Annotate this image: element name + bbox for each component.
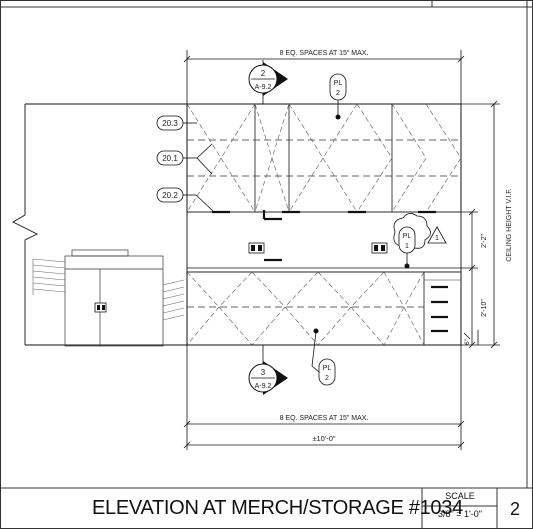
svg-text:2'-10": 2'-10" [481, 299, 488, 317]
bottom-spacing-label: 8 EQ. SPACES AT 15" MAX. [280, 415, 369, 422]
svg-text:20.2: 20.2 [162, 191, 178, 200]
svg-text:20.3: 20.3 [162, 119, 178, 128]
svg-text:1: 1 [405, 243, 409, 250]
drawing-title: ELEVATION AT MERCH/STORAGE #1034 [92, 497, 463, 519]
bottom-dimensions [183, 345, 465, 450]
top-spacing-label: 8 EQ. SPACES AT 15" MAX. [280, 50, 369, 57]
pl-tag-top: PL 2 [329, 73, 347, 120]
section-marker-bottom: 3 A-9.2 [248, 345, 288, 395]
svg-text:2'-2": 2'-2" [481, 234, 488, 248]
svg-text:6": 6" [465, 339, 471, 344]
revision-delta-icon [427, 226, 447, 244]
svg-text:2: 2 [261, 69, 266, 78]
sheet-number: 2 [509, 499, 520, 519]
svg-text:1: 1 [435, 235, 439, 242]
top-spacing-dimension [183, 50, 465, 104]
outlet-icon [94, 302, 107, 313]
copier-machine [32, 249, 185, 347]
callout-20-2: 20.2 [156, 187, 214, 212]
upper-cabinet [186, 103, 462, 221]
svg-text:PL: PL [403, 233, 412, 240]
section-marker-top: 2 A-9.2 [248, 60, 288, 104]
svg-text:20.1: 20.1 [162, 154, 178, 163]
outlet-icon [371, 242, 388, 254]
svg-text:CEILING HEIGHT V.I.F.: CEILING HEIGHT V.I.F. [506, 188, 513, 262]
callout-20-3: 20.3 [156, 115, 197, 131]
svg-text:2: 2 [336, 90, 340, 97]
scale-value: 3/8" = 1'-0" [438, 509, 482, 519]
callout-20-1: 20.1 [156, 143, 213, 175]
outlet-icon [248, 242, 265, 254]
lower-cabinet [186, 258, 462, 346]
pl-tag-right: PL 1 1 [393, 213, 447, 269]
scale-label: SCALE [445, 491, 475, 501]
svg-text:2: 2 [325, 375, 329, 382]
right-dimensions [461, 100, 500, 349]
svg-text:3: 3 [261, 368, 266, 377]
svg-text:A-9.2: A-9.2 [255, 383, 272, 390]
svg-text:A-9.2: A-9.2 [255, 84, 272, 91]
svg-text:PL: PL [323, 365, 332, 372]
pl-tag-bottom: PL 2 [311, 328, 336, 386]
overall-width-label: ±10'-0" [312, 434, 336, 443]
svg-text:PL: PL [334, 80, 343, 87]
